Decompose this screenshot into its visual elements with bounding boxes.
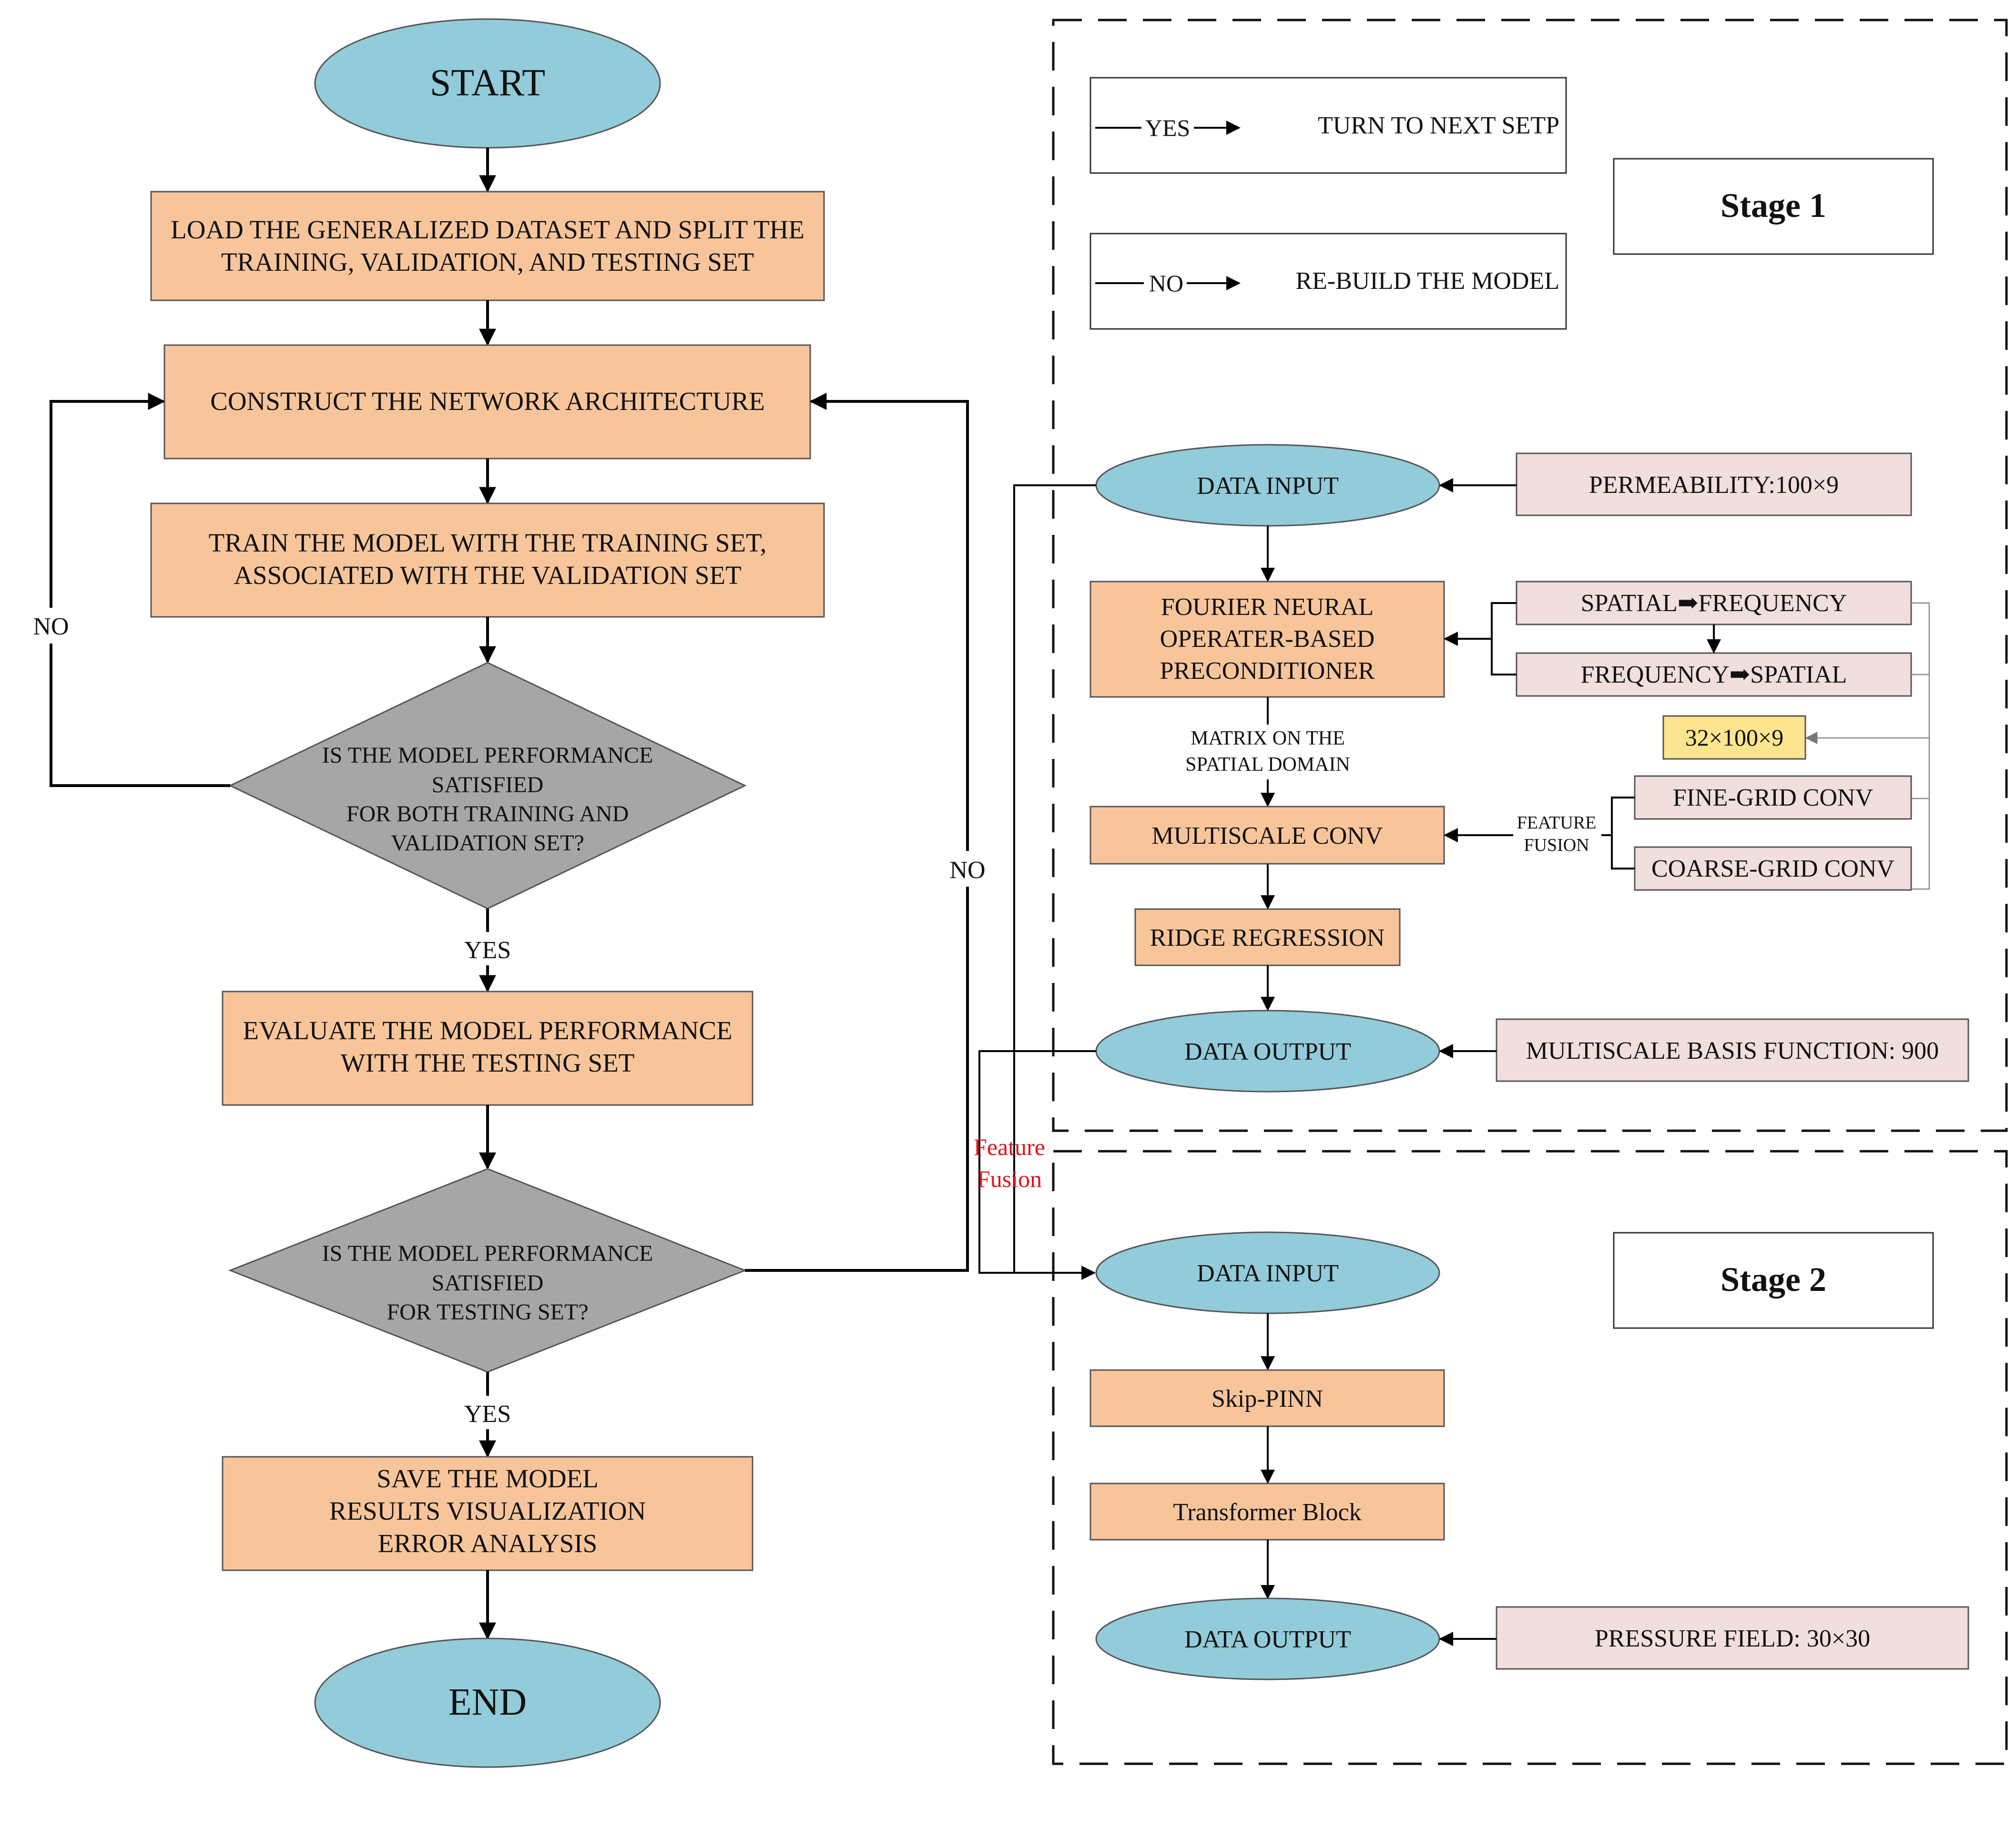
no-label-left: NO <box>33 613 69 640</box>
coarse-grid-box <box>1634 846 1912 891</box>
no-label-right: NO <box>949 857 985 884</box>
decision1-line1: IS THE MODEL PERFORMANCE <box>322 743 653 768</box>
decision1-line2: SATISFIED <box>432 772 544 798</box>
no-label-left-bg <box>26 608 76 644</box>
stage1-data-output-label: DATA OUTPUT <box>1184 1038 1351 1065</box>
feature-fusion-small-line1: FEATURE <box>1517 813 1597 833</box>
legend-no-box <box>1089 233 1567 330</box>
stage1-title-box <box>1613 158 1934 255</box>
save-line3: ERROR ANALYSIS <box>378 1529 598 1558</box>
pressure-field-box <box>1496 1606 1969 1670</box>
legend-yes-box <box>1089 77 1567 174</box>
stage2-title-box <box>1613 1232 1934 1329</box>
skip-pinn-box <box>1089 1369 1445 1427</box>
yes-label-2-bg <box>458 1396 518 1429</box>
link-output-to-stage2 <box>978 1050 1096 1280</box>
multiscale-conv-label: MULTISCALE CONV <box>1152 822 1383 849</box>
stage1-data-input-label: DATA INPUT <box>1197 472 1339 500</box>
decision1-line3: FOR BOTH TRAINING AND <box>346 801 629 827</box>
permeability-box <box>1516 452 1912 516</box>
legend-yes-arrow-label: YES <box>1145 114 1190 141</box>
train-model-line1: TRAIN THE MODEL WITH THE TRAINING SET, <box>209 528 767 557</box>
stage2-data-output-label: DATA OUTPUT <box>1184 1626 1351 1653</box>
legend-yes-text: TURN TO NEXT SETP <box>1318 112 1559 139</box>
stage2-data-input-label: DATA INPUT <box>1197 1260 1339 1287</box>
basis-function-label: MULTISCALE BASIS FUNCTION: 900 <box>1526 1037 1939 1064</box>
stage2-title: Stage 2 <box>1721 1260 1826 1299</box>
spatial-frequency-box <box>1516 581 1912 625</box>
evaluate-model-box <box>222 991 753 1106</box>
evaluate-line2: WITH THE TESTING SET <box>341 1048 635 1077</box>
fno-line1: FOURIER NEURAL <box>1161 593 1374 621</box>
feature-fusion-label-line2: Fusion <box>977 1166 1042 1192</box>
construct-network-label: CONSTRUCT THE NETWORK ARCHITECTURE <box>210 387 765 416</box>
bracket-fourier-transforms <box>1491 602 1517 675</box>
end-label: END <box>448 1681 527 1723</box>
arrow-decision2-no-loop <box>745 393 969 1272</box>
decision2-line3: FOR TESTING SET? <box>387 1299 588 1325</box>
start-label: START <box>430 62 545 104</box>
save-model-box <box>222 1456 753 1571</box>
feature-fusion-small-line2: FUSION <box>1524 835 1589 855</box>
matrix-label-line1: MATRIX ON THE <box>1191 727 1345 749</box>
load-dataset-box <box>150 191 825 301</box>
ridge-regression-label: RIDGE REGRESSION <box>1150 924 1385 951</box>
feature-fusion-label-line1: Feature <box>974 1134 1045 1160</box>
decision2-line2: SATISFIED <box>432 1270 544 1296</box>
train-model-box <box>150 502 825 618</box>
load-dataset-line2: TRAINING, VALIDATION, AND TESTING SET <box>221 247 754 276</box>
pressure-field-label: PRESSURE FIELD: 30×30 <box>1595 1625 1870 1652</box>
dims-box <box>1662 715 1806 760</box>
fno-preconditioner-box <box>1089 581 1445 698</box>
yes-label-1-bg <box>458 932 518 965</box>
evaluate-line1: EVALUATE THE MODEL PERFORMANCE <box>243 1016 732 1045</box>
bracket-grid-conv <box>1611 797 1635 870</box>
legend-no-text: RE-BUILD THE MODEL <box>1295 267 1559 295</box>
yes-label-1: YES <box>464 937 511 964</box>
skip-pinn-label: Skip-PINN <box>1212 1385 1323 1412</box>
save-line2: RESULTS VISUALIZATION <box>329 1496 646 1525</box>
decision2-line1: IS THE MODEL PERFORMANCE <box>322 1241 653 1266</box>
permeability-label: PERMEABILITY:100×9 <box>1589 471 1839 499</box>
ridge-regression-box <box>1134 908 1401 966</box>
grey-link-top <box>1911 602 1930 890</box>
fno-line3: PRECONDITIONER <box>1160 657 1375 685</box>
fno-line2: OPERATER-BASED <box>1160 625 1375 653</box>
dims-label: 32×100×9 <box>1685 724 1783 751</box>
yes-label-2: YES <box>464 1401 511 1428</box>
fine-grid-box <box>1634 775 1912 820</box>
frequency-spatial-box <box>1516 652 1912 697</box>
no-label-right-bg <box>941 851 994 887</box>
arrow-decision1-no-loop <box>50 393 230 787</box>
matrix-label-line2: SPATIAL DOMAIN <box>1185 754 1350 776</box>
fine-grid-label: FINE-GRID CONV <box>1673 784 1873 811</box>
stage1-title: Stage 1 <box>1721 186 1826 225</box>
stage2-boundary <box>1052 1150 2008 1765</box>
save-line1: SAVE THE MODEL <box>377 1464 599 1493</box>
end-terminal <box>314 1637 661 1768</box>
spatial-frequency-label: SPATIAL➡FREQUENCY <box>1581 590 1847 617</box>
stage1-boundary <box>1052 19 2008 1132</box>
decision1-line4: VALIDATION SET? <box>391 830 584 856</box>
train-model-line2: ASSOCIATED WITH THE VALIDATION SET <box>234 561 741 590</box>
frequency-spatial-label: FREQUENCY➡SPATIAL <box>1581 661 1847 688</box>
basis-function-box <box>1496 1018 1969 1082</box>
load-dataset-line1: LOAD THE GENERALIZED DATASET AND SPLIT T… <box>171 215 804 244</box>
transformer-block-label: Transformer Block <box>1173 1499 1361 1526</box>
legend-no-arrow-label: NO <box>1149 270 1183 297</box>
coarse-grid-label: COARSE-GRID CONV <box>1651 855 1894 882</box>
